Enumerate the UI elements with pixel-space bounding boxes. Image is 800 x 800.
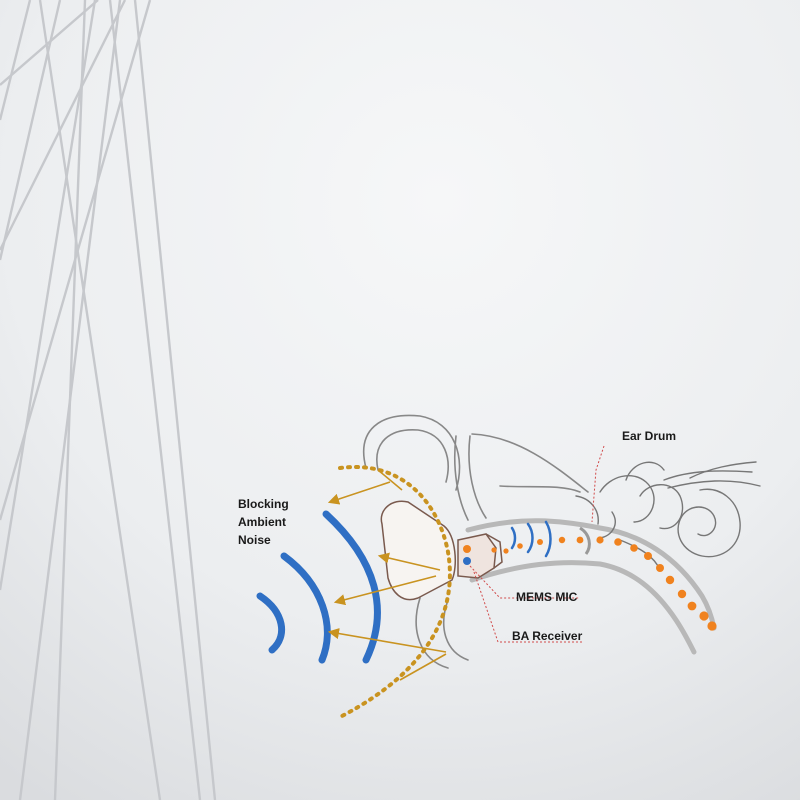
blocking-label-line2: Ambient [238,515,286,529]
mems-mic-label: MEMS MIC [516,590,578,604]
blocking-label-line1: Blocking [238,497,289,511]
ear-canal [465,518,717,655]
noise-dotted-arc [338,464,452,718]
canal-sound-waves [510,520,552,558]
blocking-label-line3: Noise [238,533,271,547]
ear-drum-shape [579,526,591,555]
blocked-sound-waves [256,510,381,664]
earphone [380,500,503,601]
receiver-sound-dots [491,536,717,631]
outer-ear [363,414,589,669]
cables [0,0,217,800]
ba-receiver-label: BA Receiver [512,629,583,643]
ba-receiver-dot [463,545,471,553]
ear-drum-label: Ear Drum [622,429,677,443]
reflected-noise-arrows [327,469,447,681]
mems-mic-dot [463,557,471,565]
blocking-ambient-noise-label: Blocking Ambient Noise [238,495,289,549]
leader-lines [469,445,605,643]
